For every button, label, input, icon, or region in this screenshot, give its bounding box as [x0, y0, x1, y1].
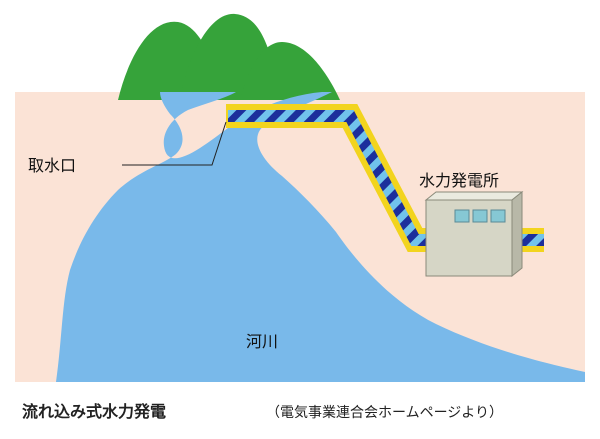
building-window [472, 209, 488, 223]
intake-label: 取水口 [28, 156, 76, 175]
building-window [490, 209, 506, 223]
mountain-right [240, 42, 340, 100]
caption-title: 流れ込み式水力発電 [22, 402, 166, 421]
outlet-pipe-inner [518, 234, 544, 246]
river-label: 河川 [246, 332, 278, 351]
power-station-label: 水力発電所 [419, 171, 499, 190]
power-station-building [424, 190, 524, 278]
building-top [424, 191, 524, 201]
caption-source: （電気事業連合会ホームページより） [266, 405, 503, 421]
building-window [454, 209, 470, 223]
intake-leader-line [122, 121, 227, 166]
building-side [511, 190, 523, 278]
mountains [118, 13, 340, 100]
